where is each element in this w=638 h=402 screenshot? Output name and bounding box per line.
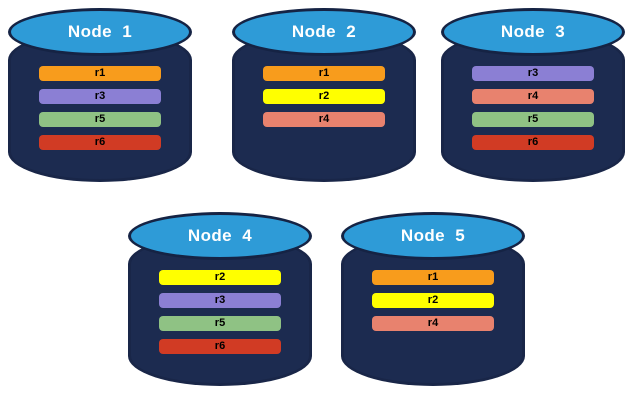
database-node-3[interactable]: Node 3 r3 r4 r5 r6: [441, 8, 625, 186]
node-label: Node 4: [187, 226, 253, 245]
shard-bar[interactable]: r3: [159, 293, 281, 308]
shard-bar[interactable]: r5: [159, 316, 281, 331]
database-node-2[interactable]: Node 2 r1 r2 r4: [232, 8, 416, 186]
shard-list: r1 r2 r4: [263, 66, 385, 135]
shard-bar[interactable]: r5: [472, 112, 594, 127]
node-label: Node 1: [67, 22, 133, 41]
node-label: Node 2: [291, 22, 357, 41]
shard-bar[interactable]: r2: [159, 270, 281, 285]
shard-bar[interactable]: r2: [372, 293, 494, 308]
shard-list: r2 r3 r5 r6: [159, 270, 281, 362]
shard-bar[interactable]: r4: [372, 316, 494, 331]
cylinder-top-icon: [128, 212, 312, 260]
shard-bar[interactable]: r1: [372, 270, 494, 285]
cylinder-top-icon: [341, 212, 525, 260]
cylinder-top-icon: [441, 8, 625, 56]
database-node-5[interactable]: Node 5 r1 r2 r4: [341, 212, 525, 390]
database-node-1[interactable]: Node 1 r1 r3 r5 r6: [8, 8, 192, 186]
shard-list: r1 r2 r4: [372, 270, 494, 339]
node-label: Node 3: [500, 22, 566, 41]
cylinder-top-icon: [8, 8, 192, 56]
shard-bar[interactable]: r3: [39, 89, 161, 104]
shard-bar[interactable]: r4: [472, 89, 594, 104]
shard-bar[interactable]: r1: [39, 66, 161, 81]
shard-bar[interactable]: r6: [39, 135, 161, 150]
shard-bar[interactable]: r5: [39, 112, 161, 127]
shard-bar[interactable]: r4: [263, 112, 385, 127]
cylinder-body-icon: [441, 30, 625, 182]
database-node-4[interactable]: Node 4 r2 r3 r5 r6: [128, 212, 312, 390]
node-label: Node 5: [400, 226, 466, 245]
shard-bar[interactable]: r2: [263, 89, 385, 104]
shard-list: r3 r4 r5 r6: [472, 66, 594, 158]
shard-list: r1 r3 r5 r6: [39, 66, 161, 158]
shard-bar[interactable]: r6: [159, 339, 281, 354]
shard-bar[interactable]: r3: [472, 66, 594, 81]
shard-bar[interactable]: r6: [472, 135, 594, 150]
cylinder-top-icon: [232, 8, 416, 56]
shard-bar[interactable]: r1: [263, 66, 385, 81]
